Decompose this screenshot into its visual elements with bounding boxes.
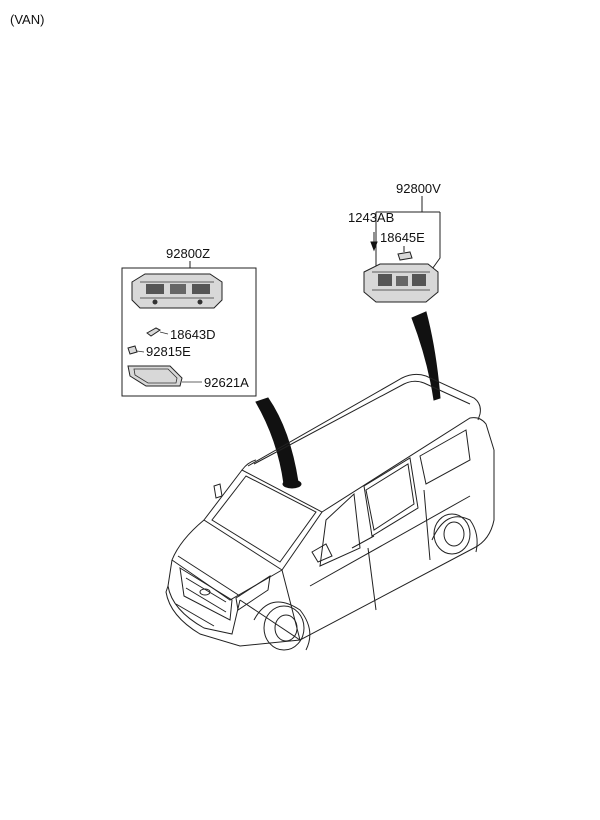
mount-point-left <box>282 479 302 489</box>
screw-1243AB <box>370 232 378 252</box>
assembly-label-92800V: 92800V <box>396 181 441 196</box>
part-label-18643D: 18643D <box>170 327 216 342</box>
map-lamp-housing <box>131 273 223 309</box>
part-label-18645E: 18645E <box>380 230 425 245</box>
pointer-arrow-right <box>411 311 441 401</box>
assembly-box-92800Z <box>121 267 257 397</box>
part-label-92621A: 92621A <box>204 375 249 390</box>
bulb-18643D <box>146 327 169 337</box>
van-illustration <box>165 373 495 651</box>
clip-92815E <box>127 345 145 355</box>
lens-92621A <box>127 365 202 387</box>
bulb-18645E <box>397 251 413 261</box>
leader-92800V <box>375 196 441 273</box>
room-lamp-housing <box>363 263 439 303</box>
part-label-92815E: 92815E <box>146 344 191 359</box>
variant-label: (VAN) <box>10 12 44 27</box>
assembly-label-92800Z: 92800Z <box>166 246 210 261</box>
part-label-1243AB: 1243AB <box>348 210 394 225</box>
